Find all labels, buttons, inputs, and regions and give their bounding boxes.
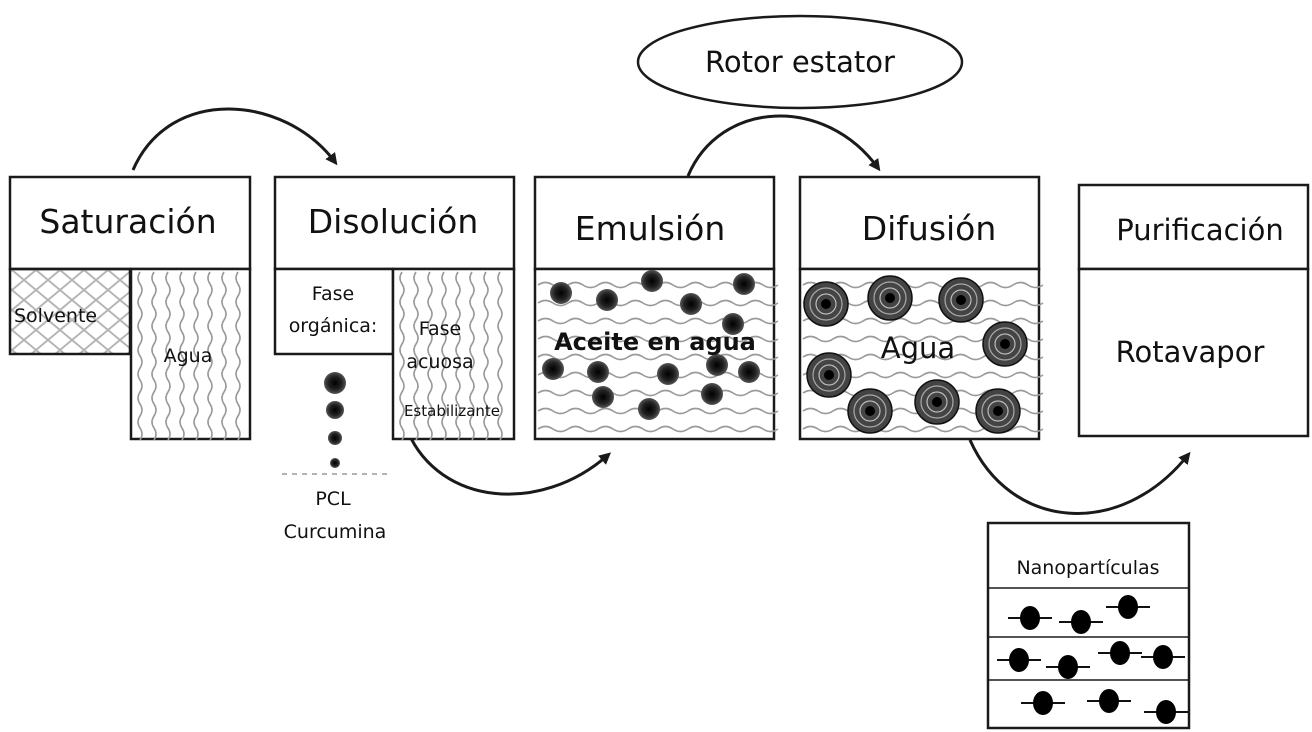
water-label-saturacion: Agua [164,345,213,367]
aqueous-phase-label-1: Fase [419,318,461,340]
aqueous-waves [399,271,503,441]
arrow-disolucion-emulsion [406,431,612,496]
rotor-estator-label: Rotor estator [705,45,895,79]
nanoparticles-node: Nanopartículas [986,521,1191,730]
step-title-purificacion: Purificación [1116,213,1283,247]
curcumina-label: Curcumina [284,521,387,543]
step-disolucion: Disolución Fase orgánica: Fase acuosa Es… [273,175,516,543]
step-emulsion: Emulsión Aceite en agua [533,175,779,441]
solute-dots [282,372,392,475]
rotor-estator-node: Rotor estator [636,14,964,110]
oil-droplets [542,270,760,420]
step-title-difusion: Difusión [862,209,997,248]
pcl-label: PCL [315,488,351,510]
aqueous-phase-label-2: acuosa [406,351,473,373]
step-purificacion: Purificación Rotavapor [1077,183,1310,438]
arrow-saturacion-disolucion [131,107,338,171]
step-saturacion: Saturación Solvente Agua [8,175,252,441]
water-waves [137,271,241,441]
step-title-saturacion: Saturación [39,202,216,241]
difusion-water-label: Agua [881,331,955,365]
organic-phase-label-1: Fase [312,283,354,305]
solvent-label: Solvente [14,305,97,327]
nanoparticle-dots [997,595,1188,724]
step-title-disolucion: Disolución [308,202,478,241]
step-title-emulsion: Emulsión [575,209,726,248]
arrow-emulsion-difusion [686,114,881,177]
organic-phase-label-2: orgánica: [289,315,378,337]
stabilizer-label: Estabilizante [404,402,500,420]
emulsion-label: Aceite en agua [554,328,756,356]
rotavapor-label: Rotavapor [1116,335,1265,369]
arrow-difusion-purificacion [968,439,1191,515]
nanoparticles-label: Nanopartículas [1016,557,1159,579]
step-difusion: Difusión Agua [798,175,1044,441]
concentric-particles [803,275,1028,434]
